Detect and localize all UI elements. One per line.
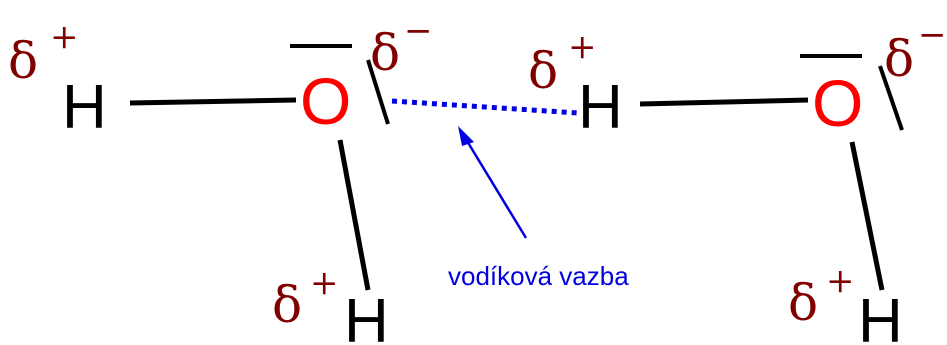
delta-symbol: δ — [370, 24, 400, 82]
covalent-bond — [129, 97, 297, 106]
covalent-bond — [639, 97, 809, 107]
hydrogen-bond-label: vodíková vazba — [448, 261, 629, 291]
hydrogen-bond-line — [391, 98, 579, 116]
delta-symbol: δ — [884, 30, 914, 88]
delta-symbol: δ — [528, 42, 558, 100]
arrow-head-icon — [458, 126, 474, 146]
delta-sign: + — [310, 263, 339, 303]
delta-sign: + — [568, 27, 597, 67]
label-arrow — [458, 126, 528, 239]
hydrogen-atom: H — [344, 287, 389, 345]
water-molecule-left: δ + H O δ − δ + H — [8, 11, 433, 345]
delta-sign: − — [918, 15, 947, 55]
water-molecule-right: δ + H O δ − δ + H — [528, 15, 947, 345]
hydrogen-atom: H — [62, 73, 107, 142]
delta-sign: + — [50, 17, 79, 57]
hydrogen-atom: H — [858, 287, 903, 345]
hydrogen-atom: H — [578, 73, 623, 142]
oxygen-atom: O — [812, 66, 863, 140]
covalent-bond — [849, 141, 885, 291]
lone-pair-bar — [366, 59, 390, 125]
delta-sign: + — [826, 261, 855, 301]
arrow-line — [462, 135, 528, 239]
delta-symbol: δ — [272, 276, 302, 334]
covalent-bond — [337, 139, 371, 291]
lone-pair-bar — [878, 65, 904, 131]
oxygen-atom: O — [300, 64, 351, 138]
delta-sign: − — [404, 11, 433, 51]
delta-symbol: δ — [788, 274, 818, 332]
delta-symbol: δ — [8, 32, 38, 90]
